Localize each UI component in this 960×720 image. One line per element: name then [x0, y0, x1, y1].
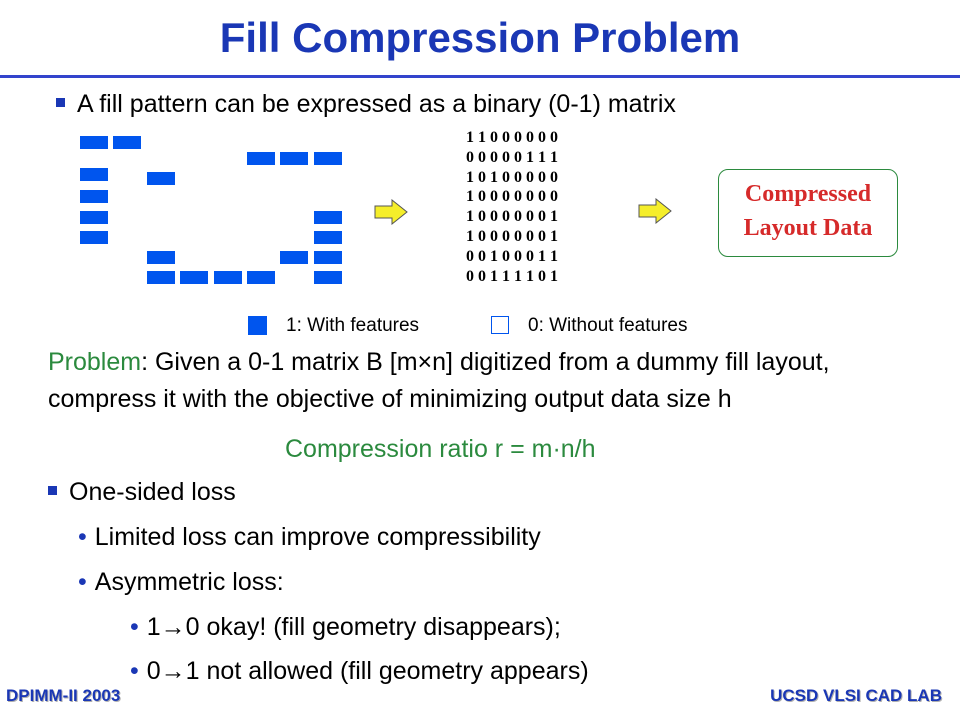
bullet-one-to-zero: •1→0 okay! (fill geometry disappears);: [130, 613, 561, 642]
fill-cell: [80, 231, 108, 244]
dot-bullet-icon: •: [78, 568, 87, 596]
bullet-asymmetric-text: Asymmetric loss:: [94, 568, 284, 596]
bullet-limited-text: Limited loss can improve compressibility: [94, 523, 541, 551]
fill-cell: [147, 271, 175, 284]
fill-cell: [80, 190, 108, 203]
bullet-zero-to-one-text: 0→1 not allowed (fill geometry appears): [146, 657, 589, 685]
legend-filled-swatch: [248, 316, 267, 335]
compressed-line-2: Layout Data: [743, 215, 873, 241]
fill-cell: [314, 251, 342, 264]
matrix-row: 1 0 1 0 0 0 0 0: [466, 168, 558, 186]
fill-pattern-grid: [80, 136, 346, 284]
fill-cell: [280, 152, 308, 165]
bullet-fill-pattern: A fill pattern can be expressed as a bin…: [56, 90, 676, 119]
problem-statement: Problem: Given a 0-1 matrix B [m×n] digi…: [48, 344, 918, 418]
compression-ratio: Compression ratio r = m·n/h: [285, 435, 596, 463]
matrix-row: 1 0 0 0 0 0 0 0: [466, 188, 558, 206]
bullet-zero-to-one: •0→1 not allowed (fill geometry appears): [130, 657, 589, 686]
fill-cell: [314, 152, 342, 165]
fill-cell: [147, 172, 175, 185]
compressed-layout-box: Compressed Layout Data: [718, 169, 898, 257]
bullet-fill-pattern-text: A fill pattern can be expressed as a bin…: [77, 90, 676, 118]
fill-cell: [247, 271, 275, 284]
bullet-one-sided-loss: One-sided loss: [48, 478, 236, 507]
fill-cell: [180, 271, 208, 284]
fill-cell: [80, 136, 108, 149]
dot-bullet-icon: •: [130, 657, 139, 685]
fill-cell: [80, 168, 108, 181]
bullet-one-sided-text: One-sided loss: [69, 478, 236, 506]
fill-cell: [247, 152, 275, 165]
matrix-row: 0 0 1 1 1 1 0 1: [466, 267, 558, 285]
fill-cell: [147, 251, 175, 264]
bullet-limited-loss: •Limited loss can improve compressibilit…: [78, 523, 541, 552]
dot-bullet-icon: •: [78, 523, 87, 551]
fill-cell: [280, 251, 308, 264]
square-bullet-icon: [56, 97, 65, 107]
legend-filled-label: 1: With features: [286, 315, 420, 336]
problem-text: : Given a 0-1 matrix B [m×n] digitized f…: [48, 348, 830, 413]
matrix-row: 1 0 0 0 0 0 0 1: [466, 227, 558, 245]
fill-cell: [314, 211, 342, 224]
matrix-row: 0 0 0 0 0 1 1 1: [466, 148, 558, 166]
square-bullet-icon: [48, 485, 57, 495]
legend-empty-swatch: [491, 316, 509, 334]
legend-empty-label: 0: Without features: [528, 315, 688, 336]
bullet-asymmetric-loss: •Asymmetric loss:: [78, 568, 284, 597]
title-divider: [0, 75, 960, 78]
fill-cell: [113, 136, 141, 149]
fill-cell: [314, 271, 342, 284]
footer-conference: DPIMM-II 2003: [6, 686, 121, 705]
right-arrow-icon: [638, 198, 672, 224]
fill-cell: [80, 211, 108, 224]
right-arrow-icon: [374, 199, 408, 225]
slide-title: Fill Compression Problem: [219, 14, 741, 61]
dot-bullet-icon: •: [130, 613, 139, 641]
matrix-row: 0 0 1 0 0 0 1 1: [466, 247, 558, 265]
compressed-line-1: Compressed: [744, 181, 872, 207]
fill-cell: [214, 271, 242, 284]
matrix-row: 1 1 0 0 0 0 0 0: [466, 129, 558, 146]
binary-matrix: 1 1 0 0 0 0 0 0 0 0 0 0 0 1 1 1 1 0 1 0 …: [466, 128, 558, 286]
bullet-one-to-zero-text: 1→0 okay! (fill geometry disappears);: [146, 613, 561, 641]
problem-label: Problem: [48, 348, 142, 376]
footer-lab: UCSD VLSI CAD LAB: [770, 686, 942, 705]
matrix-row: 1 0 0 0 0 0 0 1: [466, 208, 558, 226]
fill-cell: [314, 231, 342, 244]
